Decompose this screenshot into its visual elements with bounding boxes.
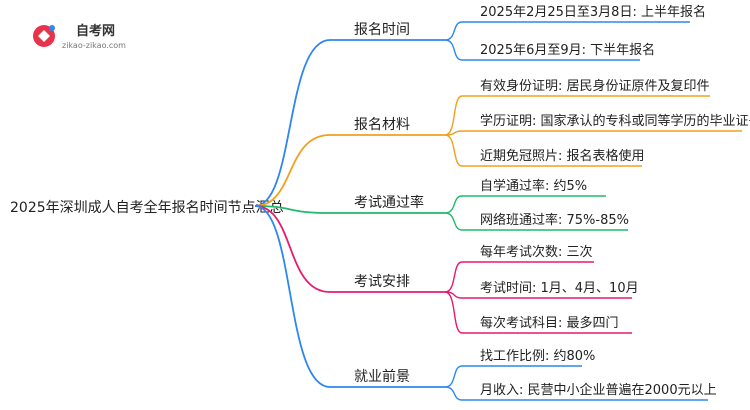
logo-title: 自考网 (76, 23, 115, 39)
child-connector (444, 365, 463, 388)
logo-icon-dot (49, 25, 55, 31)
leaf-node-label: 考试时间: 1月、4月、10月 (480, 281, 639, 296)
mindmap-nodes: 报名时间 2025年2月25日至3月8日: 上半年报名 2025年6月至9月: 下半… (354, 4, 750, 398)
branch-connector (254, 205, 331, 293)
child-connector (444, 134, 463, 167)
branch-connector (254, 205, 331, 214)
child-connector (444, 195, 463, 214)
leaf-node-label: 近期免冠照片: 报名表格使用 (480, 148, 645, 164)
child-connector (444, 212, 463, 231)
leaf-node-label: 自学通过率: 约5% (480, 178, 587, 194)
leaf-node-label: 每次考试科目: 最多四门 (480, 315, 619, 331)
logo-icon-mark (38, 30, 50, 42)
child-connector (444, 130, 463, 136)
mindmap-edges (254, 21, 742, 401)
branch-node-label: 报名材料 (354, 117, 410, 133)
logo: 自考网 zikao-zikao.com (33, 23, 126, 50)
child-connector (444, 261, 463, 293)
leaf-node-label: 2025年2月25日至3月8日: 上半年报名 (480, 4, 706, 20)
leaf-node-label: 每年考试次数: 三次 (480, 244, 593, 260)
leaf-node-label: 月收入: 民营中小企业普遍在2000元以上 (480, 382, 717, 398)
leaf-node-label: 网络班通过率: 75%-85% (480, 212, 629, 228)
logo-url: zikao-zikao.com (62, 41, 126, 50)
child-connector (444, 291, 463, 334)
child-connector (444, 39, 463, 61)
branch-node-label: 报名时间 (354, 22, 410, 38)
branch-node-label: 考试安排 (354, 274, 410, 290)
leaf-node-label: 找工作比例: 约80% (480, 349, 595, 364)
branch-connector (254, 134, 331, 207)
child-connector (444, 386, 463, 401)
leaf-node-label: 有效身份证明: 居民身份证原件及复印件 (480, 78, 710, 94)
branch-connector (254, 39, 331, 207)
leaf-node-label: 2025年6月至9月: 下半年报名 (480, 42, 655, 58)
branch-connector (254, 205, 331, 388)
root-node-label: 2025年深圳成人自考全年报名时间节点汇总 (10, 199, 284, 216)
branch-node-label: 考试通过率 (354, 194, 424, 211)
child-connector (444, 95, 463, 136)
leaf-node-label: 学历证明: 国家承认的专科或同等学历的毕业证书 (480, 113, 750, 129)
child-connector (444, 21, 463, 41)
branch-node-label: 就业前景 (354, 368, 410, 385)
